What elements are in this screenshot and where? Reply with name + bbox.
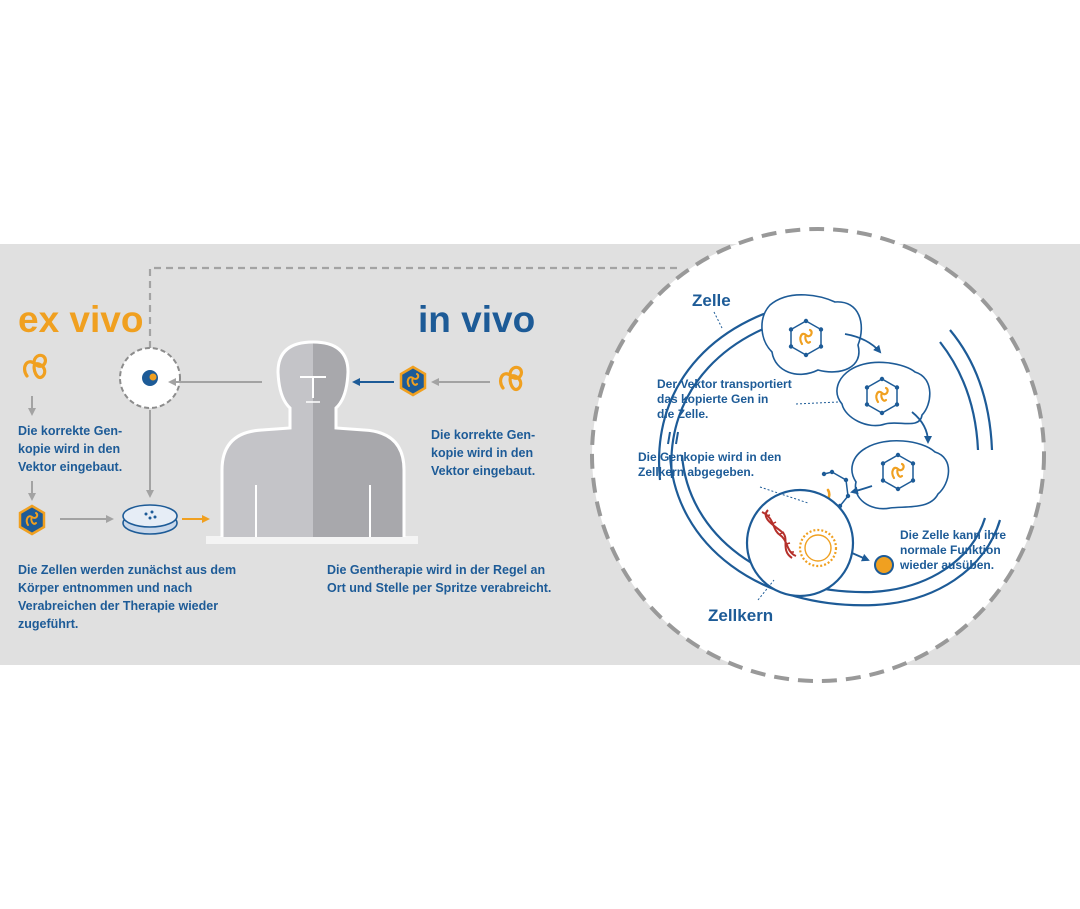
text-function: Die Zelle kann ihre normale Funktion wie… [900,528,1007,572]
leader-zelle [713,311,723,329]
arrow-step-2 [911,411,932,444]
zoom-circle [590,227,1046,683]
arrow-step-3 [850,485,873,495]
cell-membrane-outer-bottom [668,454,1002,607]
cell-membrane-right [949,329,994,451]
in-vivo-step2-text: Die Gentherapie wird in der Regel an Ort… [327,563,552,595]
vector-capsid-3 [880,452,916,492]
in-vivo-title: in vivo [418,299,536,340]
leader-zellkern [757,579,775,601]
text-transport: Der Vektor transportiert das kopierte Ge… [657,377,792,421]
ex-vivo-title: ex vivo [18,299,144,340]
dna-icon [761,509,797,559]
cell-icon [119,347,181,409]
protein-icon [874,555,894,575]
human-silhouette [220,340,406,537]
petri-dish-icon [122,504,178,535]
text-release: Die Genkopie wird in den Zellkern abgege… [638,450,782,479]
vector-icon-invivo [399,365,427,397]
dashed-connector-line [148,266,680,348]
arrow-step-1 [844,333,882,354]
ex-vivo-step2-text: Die Zellen werden zunächst aus dem Körpe… [18,563,237,631]
membrane-break-2 [675,431,679,445]
vector-icon [18,504,46,536]
cell-membrane-right-inner [939,341,980,451]
vector-capsid-1 [788,318,824,358]
vector-capsid-2 [864,376,900,416]
leader-release [759,486,809,504]
membrane-break-1 [667,431,671,445]
leader-transport [795,401,839,405]
gene-copy-icon-invivo [498,365,524,391]
in-vivo-step1-text: Die korrekte Gen- kopie wird in den Vekt… [431,428,536,478]
label-zelle: Zelle [692,291,731,310]
endosome-blob-3 [851,439,950,510]
ex-vivo-step1-text: Die korrekte Gen- kopie wird in den Vekt… [18,424,123,474]
label-zellkern: Zellkern [708,606,774,625]
body-base-platform [206,536,418,544]
arrow-nucleus-to-protein [851,552,870,562]
gene-copy-icon [22,353,48,379]
cell-membrane-inner-bottom [680,454,987,594]
episome-ring [798,528,838,568]
